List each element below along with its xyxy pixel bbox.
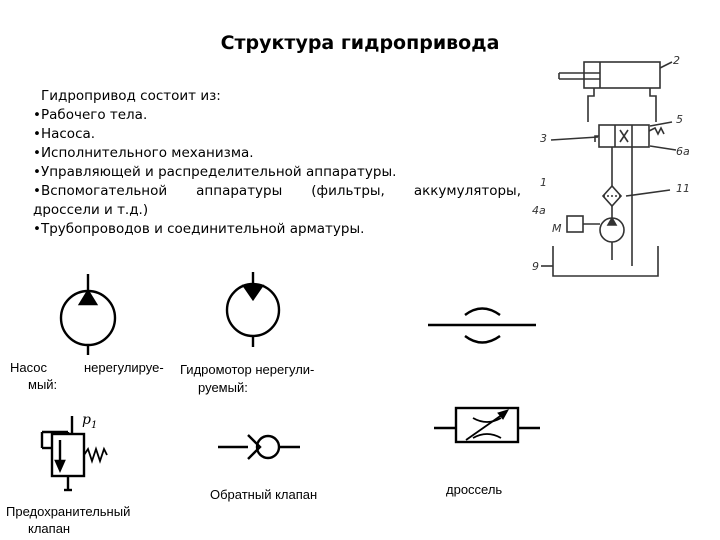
motor-box <box>566 215 584 233</box>
bullet-working-fluid: •Рабочего тела. <box>33 107 148 123</box>
bullet-actuator: •Исполнительного механизма. <box>33 145 254 161</box>
caption-relief-2: клапан <box>28 521 71 536</box>
caption-motor-2: руемый: <box>198 380 248 395</box>
bullet-pipelines: •Трубопроводов и соединительной арматуры… <box>33 221 365 237</box>
pressure-label: p <box>82 412 91 428</box>
label-4a: 4а <box>532 204 546 217</box>
label-m: M <box>552 222 562 235</box>
label-2: 2 <box>673 54 680 67</box>
pressure-subscript: 1 <box>91 420 97 431</box>
bullet-pump: •Насоса. <box>33 126 96 142</box>
label-9: 9 <box>532 260 539 273</box>
body-text: Гидропривод состоит из: •Рабочего тела. … <box>33 87 523 239</box>
bullet-auxiliary-word-2: аппаратуры <box>196 183 283 199</box>
caption-pump-3: мый: <box>28 377 58 392</box>
intro-line: Гидропривод состоит из: <box>41 88 221 104</box>
caption-pump-1: Насос <box>10 360 47 375</box>
caption-throttle: дроссель <box>446 482 503 497</box>
relief-valve-symbol <box>40 416 108 492</box>
bullet-auxiliary: •Вспомогательной аппаратуры (фильтры, ак… <box>33 182 521 201</box>
motor-symbol <box>225 272 281 347</box>
check-valve-symbol <box>218 434 300 460</box>
label-1: 1 <box>540 176 547 189</box>
bullet-auxiliary-cont: дроссели и т.д.) <box>33 202 149 218</box>
label-6a: 6а <box>676 145 690 158</box>
caption-motor-1: Гидромотор нерегули- <box>180 362 315 377</box>
bullet-auxiliary-word-4: аккумуляторы, <box>413 183 521 199</box>
caption-pump-2: нерегулируе- <box>84 360 164 375</box>
label-5: 5 <box>676 113 683 126</box>
caption-check-valve: Обратный клапан <box>210 487 318 502</box>
cylinder <box>583 61 661 89</box>
caption-relief-1: Предохранительный <box>6 504 131 519</box>
page-title: Структура гидропривода <box>220 32 500 54</box>
hydraulic-schematic <box>541 61 677 277</box>
label-11: 11 <box>676 182 690 195</box>
bullet-auxiliary-word-3: (фильтры, <box>311 183 385 199</box>
pump-symbol <box>59 274 117 355</box>
adjustable-throttle-symbol <box>434 406 540 444</box>
label-3: 3 <box>540 132 547 145</box>
bullet-auxiliary-word-1: •Вспомогательной <box>33 183 168 199</box>
bullet-control: •Управляющей и распределительной аппарат… <box>33 164 397 180</box>
choke-symbol <box>428 307 536 344</box>
tank <box>552 246 659 277</box>
